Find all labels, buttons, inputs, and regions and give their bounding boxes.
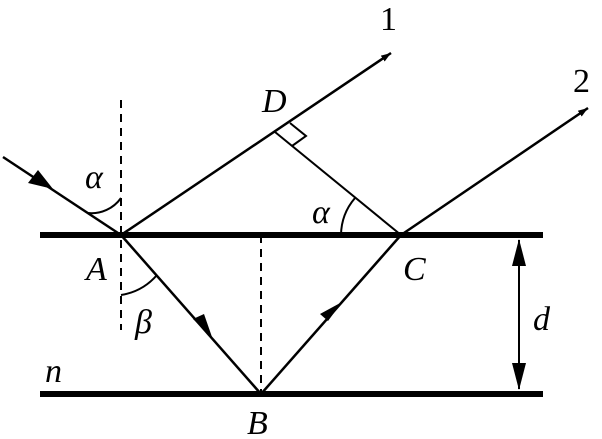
ray-1-label: 1: [380, 1, 397, 38]
ray-1-line: [120, 51, 392, 237]
index-n-label: n: [45, 353, 62, 390]
ray-2-line: [400, 106, 589, 237]
incident-ray-line: [2, 155, 122, 237]
beta-arc: [120, 274, 158, 296]
alpha-arc-c: [340, 197, 356, 236]
point-b-label: B: [247, 405, 268, 439]
thickness-label: d: [533, 301, 551, 338]
incident-ray-arrow: [28, 170, 53, 189]
point-d-label: D: [261, 83, 287, 120]
point-a-label: A: [84, 251, 107, 288]
reflected-ray-bc-arrow: [320, 302, 342, 321]
thickness-arrow-bottom: [512, 363, 526, 390]
refracted-ray-ab-line: [120, 234, 262, 395]
right-angle-marker: [289, 122, 308, 147]
thickness-arrow-top: [512, 239, 526, 266]
perpendicular-cd-line: [274, 131, 402, 236]
alpha-label-c: α: [312, 194, 331, 231]
ray-2-label: 2: [573, 63, 590, 100]
alpha-arc-a: [87, 197, 122, 215]
point-c-label: C: [403, 251, 426, 288]
alpha-label-a: α: [85, 159, 104, 196]
refracted-ray-ab-arrow: [193, 314, 212, 337]
beta-label: β: [134, 304, 152, 341]
